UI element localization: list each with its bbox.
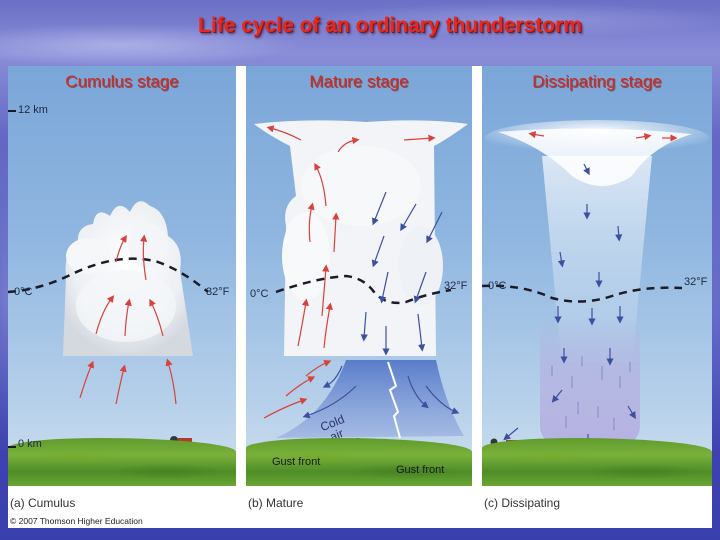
panel-mature: Mature stage [246, 66, 472, 486]
panel-dissipating: Dissipating stage [482, 66, 712, 486]
slide-title: Life cycle of an ordinary thunderstorm [198, 14, 582, 37]
ground-b [246, 438, 472, 486]
stage-title-dissipating: Dissipating stage [532, 72, 662, 91]
panel-cumulus: Cumulus stage 12 km [8, 66, 236, 486]
gust-front-label-right: Gust front [396, 464, 445, 476]
freezing-level-celsius-b: 0°C [250, 288, 269, 300]
cumulus-cloud-illustration [8, 201, 209, 446]
dissipating-cloud-illustration [482, 120, 709, 448]
caption-cumulus: (a) Cumulus [10, 496, 76, 510]
thunderstorm-figure: Cumulus stage 12 km [8, 66, 712, 528]
freezing-level-fahrenheit-a: 32°F [206, 286, 230, 298]
altitude-tick-12km [8, 110, 16, 112]
stage-title-cumulus: Cumulus stage [65, 72, 179, 91]
caption-mature: (b) Mature [248, 496, 304, 510]
ground-c [482, 438, 712, 486]
altitude-label-0km: 0 km [18, 438, 42, 450]
copyright-credit: © 2007 Thomson Higher Education [10, 516, 143, 526]
mature-cloud-illustration [254, 120, 468, 448]
altitude-tick-0km [8, 446, 16, 448]
ground-a [8, 438, 236, 486]
freezing-level-fahrenheit-b: 32°F [444, 280, 468, 292]
gust-front-label-left: Gust front [272, 456, 321, 468]
freezing-level-celsius-c: 0°C [488, 280, 507, 292]
caption-dissipating: (c) Dissipating [484, 496, 561, 510]
altitude-label-12km: 12 km [18, 104, 48, 116]
stage-title-mature: Mature stage [309, 72, 409, 91]
freezing-level-celsius-a: 0°C [14, 286, 33, 298]
freezing-level-fahrenheit-c: 32°F [684, 276, 708, 288]
